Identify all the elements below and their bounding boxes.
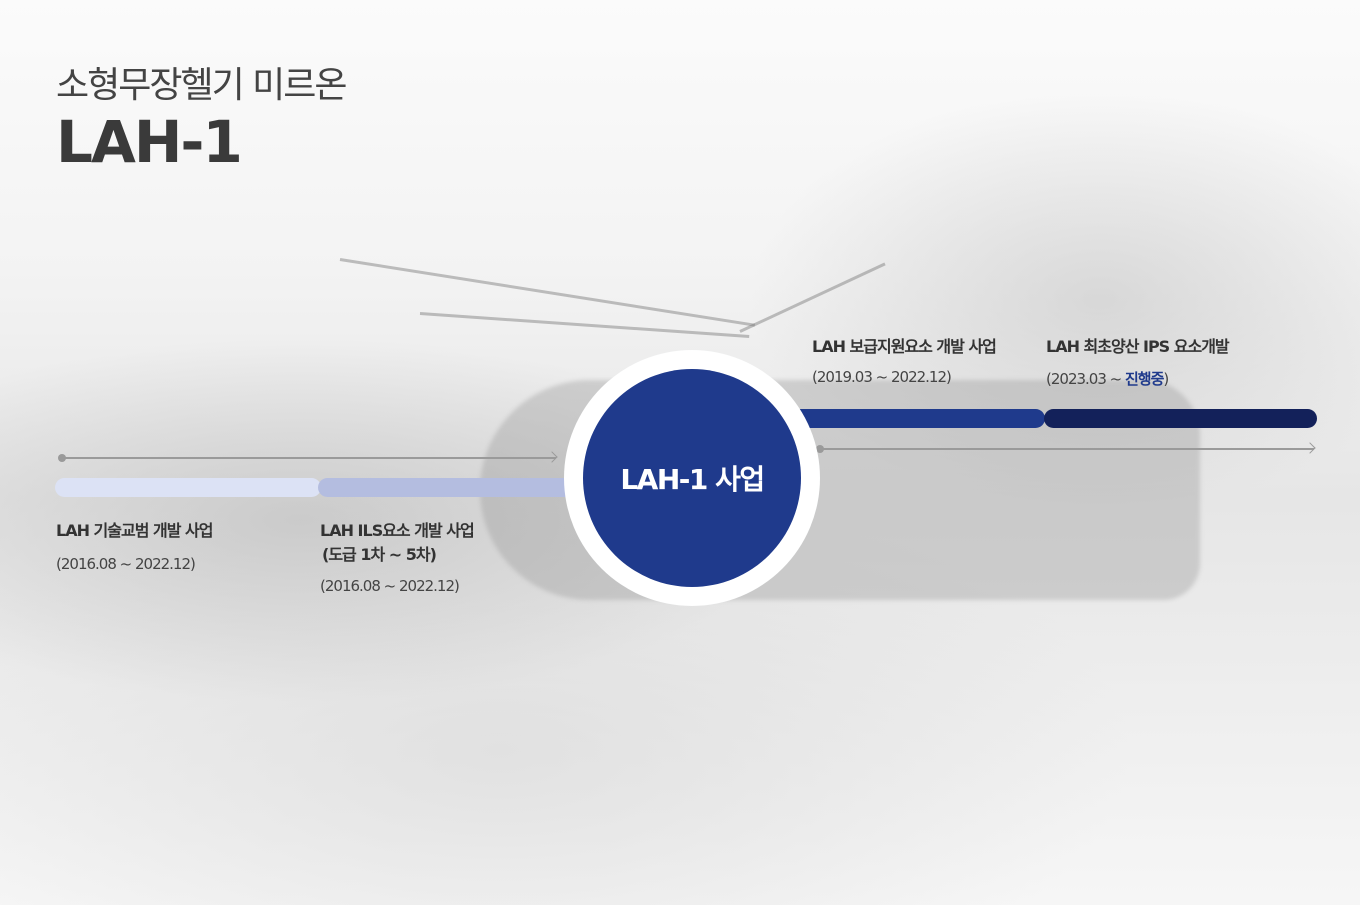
status-in-progress: 진행중 (1125, 370, 1164, 388)
project-title-2: LAH ILS요소 개발 사업 (320, 521, 475, 540)
project-title-3: LAH 보급지원요소 개발 사업 (812, 337, 997, 356)
page-subtitle: 소형무장헬기 미르온 (56, 65, 348, 106)
project-period-2: (2016.08 ~ 2022.12) (320, 577, 460, 595)
project-subtitle-2: (도급 1차 ~ 5차) (322, 545, 437, 564)
project-title-4: LAH 최초양산 IPS 요소개발 (1046, 337, 1230, 356)
timeline-line-left (62, 457, 556, 459)
project-bar-3 (770, 409, 1045, 428)
period-end: ) (1163, 370, 1169, 388)
center-circle: LAH-1 사업 (583, 369, 801, 587)
project-bar-1 (55, 478, 321, 497)
project-period-4: (2023.03 ~ 진행중) (1046, 368, 1169, 389)
project-title-1: LAH 기술교범 개발 사업 (56, 521, 213, 540)
timeline-line-right (820, 448, 1314, 450)
page-title: LAH-1 (56, 108, 243, 176)
center-label: LAH-1 사업 (620, 463, 765, 496)
project-period-1: (2016.08 ~ 2022.12) (56, 555, 196, 573)
project-bar-4 (1044, 409, 1317, 428)
project-period-3: (2019.03 ~ 2022.12) (812, 368, 952, 386)
period-start: (2023.03 ~ (1046, 370, 1125, 388)
project-bar-2 (318, 478, 588, 497)
